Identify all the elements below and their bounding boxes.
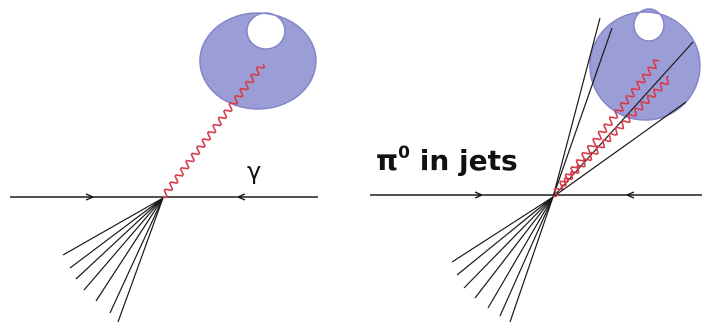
label-gamma: γ xyxy=(247,157,261,185)
jet-tracks-right-lower xyxy=(452,197,553,322)
panel-direct-photon: γ xyxy=(10,13,318,322)
detector-ring-left xyxy=(200,13,316,109)
label-pi-superscript: 0 xyxy=(398,143,410,163)
label-pi0-in-jets: π0 in jets xyxy=(376,143,518,177)
panel-pi0-in-jets: π0 in jets xyxy=(370,9,702,322)
jet-tracks-left xyxy=(63,198,163,322)
label-in-jets: in jets xyxy=(410,144,518,177)
label-pi-symbol: π xyxy=(376,144,398,177)
